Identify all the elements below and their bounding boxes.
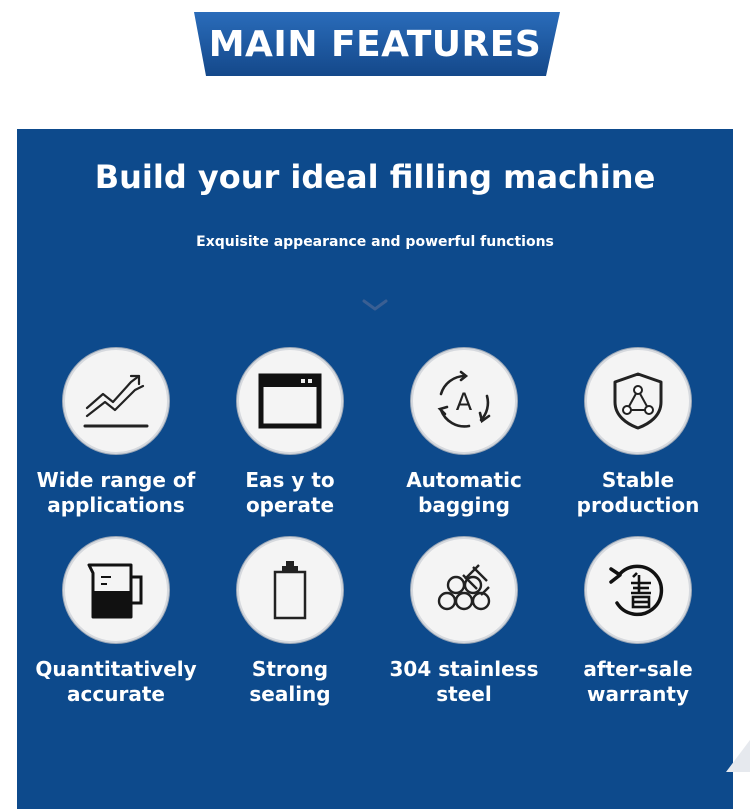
panel-subheadline: Exquisite appearance and powerful functi… bbox=[196, 234, 554, 250]
feature-strong-sealing: Strong sealing bbox=[200, 537, 380, 707]
feature-label: Wide range of applications bbox=[36, 468, 196, 517]
feature-icon-circle bbox=[411, 537, 517, 643]
trend-chart-icon bbox=[83, 374, 149, 428]
feature-icon-circle bbox=[237, 537, 343, 643]
feature-label: Eas y to operate bbox=[245, 468, 335, 517]
sealed-bag-icon bbox=[273, 561, 307, 620]
feature-icon-circle bbox=[237, 348, 343, 454]
main-features-banner: MAIN FEATURES bbox=[190, 12, 560, 76]
feature-icon-circle bbox=[585, 348, 691, 454]
feature-icon-circle bbox=[585, 537, 691, 643]
after-sale-icon bbox=[609, 564, 664, 617]
feature-label: 304 stainless steel bbox=[389, 657, 539, 706]
feature-label: Quantitatively accurate bbox=[35, 657, 197, 706]
feature-quantitatively-accurate: Quantitatively accurate bbox=[26, 537, 206, 707]
feature-wide-range: Wide range of applications bbox=[26, 348, 206, 518]
panel-headline: Build your ideal filling machine bbox=[94, 158, 656, 196]
steel-pipes-icon bbox=[437, 564, 491, 611]
feature-after-sale-warranty: after-sale warranty bbox=[548, 537, 728, 707]
feature-label: Strong sealing bbox=[249, 657, 331, 706]
svg-text:A: A bbox=[456, 388, 473, 416]
banner-background bbox=[194, 12, 560, 76]
measuring-jug-icon bbox=[87, 563, 143, 619]
auto-cycle-icon: A bbox=[437, 370, 491, 428]
feature-icon-circle bbox=[63, 348, 169, 454]
chevron-down-icon bbox=[362, 299, 388, 311]
feature-icon-circle: A bbox=[411, 348, 517, 454]
feature-label: Stable production bbox=[576, 468, 700, 517]
window-icon bbox=[258, 373, 322, 429]
scroll-corner-triangle bbox=[726, 740, 750, 772]
banner-title: MAIN FEATURES bbox=[208, 23, 542, 65]
features-panel bbox=[17, 129, 733, 809]
feature-stainless-steel: 304 stainless steel bbox=[374, 537, 554, 707]
feature-automatic-bagging: A Automatic bagging bbox=[374, 348, 554, 518]
feature-label: after-sale warranty bbox=[583, 657, 693, 706]
shield-network-icon bbox=[613, 372, 663, 430]
feature-easy-operate: Eas y to operate bbox=[200, 348, 380, 518]
feature-stable-production: Stable production bbox=[548, 348, 728, 518]
feature-icon-circle bbox=[63, 537, 169, 643]
feature-label: Automatic bagging bbox=[406, 468, 522, 517]
